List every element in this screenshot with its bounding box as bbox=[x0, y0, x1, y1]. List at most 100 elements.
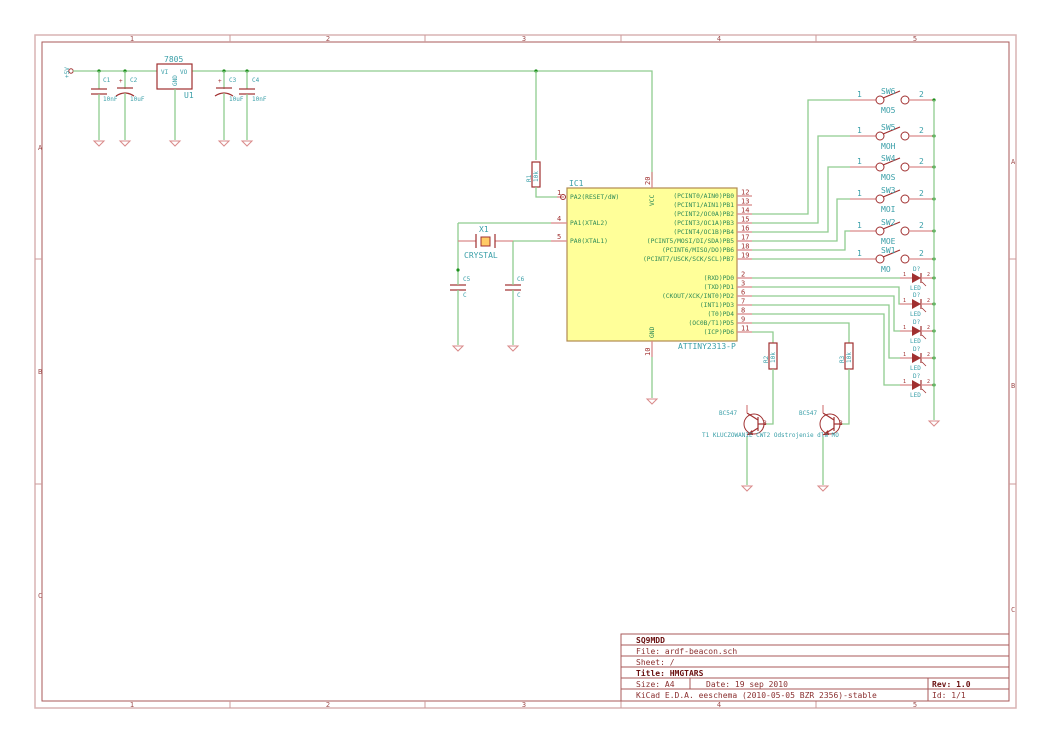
ic-right-pin-name: (RXD)PD0 bbox=[704, 275, 735, 282]
t1-value: BC547 bbox=[719, 410, 737, 417]
ic-right-pin-name: (OC0B/T1)PD5 bbox=[689, 320, 735, 327]
led-pin2: 2 bbox=[927, 325, 930, 331]
led-pin1: 1 bbox=[903, 352, 906, 358]
ic-right-pin-num: 8 bbox=[741, 307, 745, 315]
svg-text:+: + bbox=[119, 78, 123, 85]
resistor-r1[interactable]: R1 10k bbox=[526, 161, 541, 188]
zone-row-a-left: A bbox=[38, 144, 43, 152]
transistor-t1[interactable]: BC547 B T1 KLUCZOWANIE CW bbox=[702, 405, 767, 439]
capacitor-c2[interactable]: + C2 10uF bbox=[115, 71, 145, 140]
ic-right-pin-name: (PCINT1/AIN1)PB1 bbox=[673, 202, 734, 209]
ic-right-pin-num: 18 bbox=[741, 243, 749, 251]
reg-value: 7805 bbox=[164, 55, 183, 64]
ground-icon bbox=[740, 485, 754, 492]
tb-rev: Rev: 1.0 bbox=[932, 680, 971, 689]
reg-pin-vo: VO bbox=[180, 69, 188, 76]
ic-gnd-name: GND bbox=[649, 326, 656, 338]
zone-row-b-left: B bbox=[38, 368, 42, 376]
reg-pin-gnd: GND bbox=[172, 75, 179, 86]
ic-left-pin-name: PA0(XTAL1) bbox=[570, 238, 608, 245]
led-ref: D? bbox=[913, 373, 921, 380]
inner-frame bbox=[41, 41, 1010, 702]
capacitor-c5[interactable]: C5 C bbox=[450, 276, 471, 345]
ic-left-pin-name: PA2(RESET/dW) bbox=[570, 194, 619, 201]
ground-icon bbox=[816, 485, 830, 492]
capacitor-c4[interactable]: C4 10nF bbox=[239, 71, 267, 140]
switch-value: MO bbox=[881, 265, 891, 274]
zone-row-c-right: C bbox=[1011, 606, 1015, 614]
zone-col-5-bottom: 5 bbox=[913, 701, 917, 709]
reg-pin-vi: VI bbox=[161, 69, 169, 76]
capacitor-c1[interactable]: C1 10nF bbox=[91, 71, 118, 140]
ic-right-pin-num: 3 bbox=[741, 280, 745, 288]
ic-vcc-num: 20 bbox=[644, 177, 652, 185]
zone-col-2-top: 2 bbox=[326, 35, 330, 43]
switch-value: MOH bbox=[881, 142, 896, 151]
led-4[interactable]: 1 2 D?LED bbox=[752, 304, 936, 372]
ic-left-pin-num: 4 bbox=[557, 215, 561, 223]
ground-icon bbox=[240, 140, 254, 147]
tb-tool: KiCad E.D.A. eeschema (2010-05-05 BZR 23… bbox=[636, 691, 877, 700]
led-value: LED bbox=[910, 311, 921, 318]
ground-icon bbox=[168, 140, 182, 147]
ground-icon bbox=[645, 398, 659, 405]
led-pin1: 1 bbox=[903, 379, 906, 385]
switch-pin2: 2 bbox=[919, 90, 924, 99]
ic-right-pin-name: (INT1)PD3 bbox=[700, 302, 734, 309]
switch-value: MO5 bbox=[881, 106, 896, 115]
ic-right-pin-num: 19 bbox=[741, 252, 749, 260]
ic-right-pin-name: (ICP)PD6 bbox=[704, 329, 735, 336]
switch-pin1: 1 bbox=[857, 157, 862, 166]
resistor-r3[interactable]: R3 10k bbox=[839, 342, 854, 370]
switch-pin1: 1 bbox=[857, 126, 862, 135]
led-ref: D? bbox=[913, 292, 921, 299]
tb-company: SQ9MDD bbox=[636, 636, 665, 645]
switch-pin2: 2 bbox=[919, 221, 924, 230]
ground-icon bbox=[92, 140, 106, 147]
led-pin2: 2 bbox=[927, 352, 930, 358]
r1-ref: R1 bbox=[526, 174, 533, 182]
outer-frame bbox=[34, 34, 1017, 709]
switch-pin1: 1 bbox=[857, 90, 862, 99]
zone-col-1-bottom: 1 bbox=[130, 701, 134, 709]
r3-ref: R3 bbox=[839, 355, 846, 363]
crystal-x1[interactable]: X1 CRYSTAL bbox=[464, 225, 498, 260]
r1-value: 10k bbox=[533, 171, 540, 182]
capacitor-c3[interactable]: + C3 10uF bbox=[214, 71, 244, 140]
led-ref: D? bbox=[913, 319, 921, 326]
reg-ref: U1 bbox=[184, 91, 194, 100]
switch-ref: SW6 bbox=[881, 87, 896, 96]
capacitor-c6[interactable]: C6 C bbox=[505, 276, 525, 345]
resistor-r2[interactable]: R2 10k bbox=[763, 342, 778, 370]
ic-right-pin-num: 9 bbox=[741, 316, 745, 324]
c1-value: 10nF bbox=[103, 96, 118, 103]
ground-icon bbox=[217, 140, 231, 147]
zone-col-2-bottom: 2 bbox=[326, 701, 330, 709]
ic-ref: IC1 bbox=[569, 179, 584, 188]
ic-right-pin-num: 11 bbox=[741, 325, 749, 333]
switch-ref: SW5 bbox=[881, 123, 896, 132]
ic-right-pin-num: 16 bbox=[741, 225, 749, 233]
tb-sheet: Sheet: / bbox=[636, 658, 675, 667]
zone-row-b-right: B bbox=[1011, 382, 1015, 390]
led-pin1: 1 bbox=[903, 298, 906, 304]
svg-text:+: + bbox=[218, 78, 222, 85]
ic-attiny2313[interactable]: IC1 ATTINY2313-P 20 VCC 10 GND 1PA2(RESE… bbox=[551, 172, 752, 357]
led-pin1: 1 bbox=[903, 325, 906, 331]
ic-left-pin-num: 1 bbox=[557, 189, 561, 197]
x1-ref: X1 bbox=[479, 225, 489, 234]
ground-icon bbox=[506, 345, 520, 352]
tb-title: Title: HMGTARS bbox=[636, 668, 704, 678]
transistor-t2[interactable]: BC547 B T2 Odstrojenie dla MO bbox=[763, 405, 843, 439]
